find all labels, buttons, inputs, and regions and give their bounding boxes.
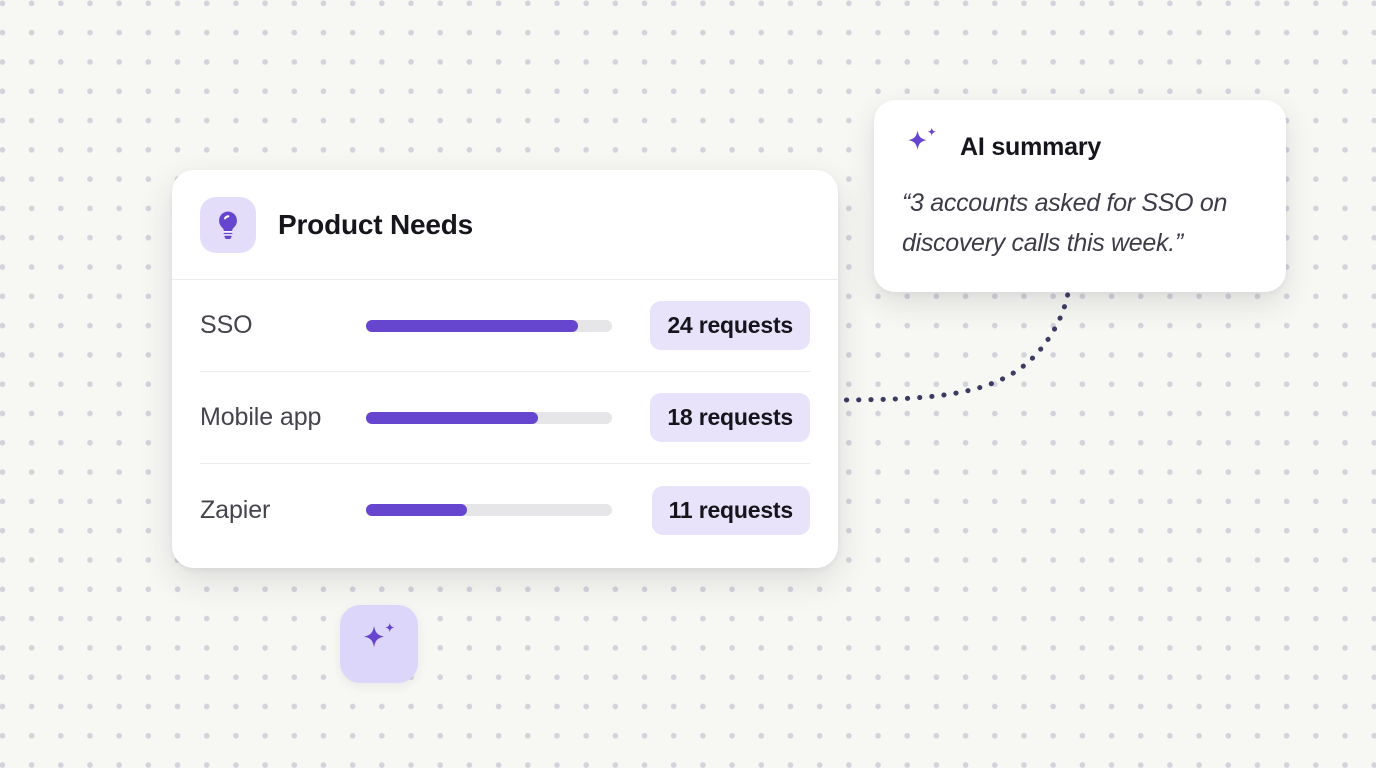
status-badge: 11 requests (651, 485, 810, 535)
ai-summary-header: AI summary (902, 126, 1258, 169)
need-label: Zapier (200, 495, 271, 524)
progress-bar-sso (366, 319, 612, 332)
needs-list: SSO 24 requests Mobile app 18 requests Z… (172, 280, 838, 556)
list-item[interactable]: SSO 24 requests (200, 280, 810, 372)
product-needs-card: Product Needs SSO 24 requests Mobile app… (172, 170, 838, 568)
lightbulb-icon (200, 196, 256, 253)
progress-bar-zapier (366, 504, 612, 516)
status-badge: 18 requests (650, 393, 810, 442)
list-item[interactable]: Zapier 11 requests (200, 464, 810, 556)
card-header: Product Needs (172, 170, 838, 280)
sparkle-icon (902, 126, 942, 169)
progress-bar-mobile-app (366, 411, 612, 424)
ai-summary-card: AI summary “3 accounts asked for SSO on … (874, 100, 1286, 292)
progress-bar-fill (366, 411, 539, 424)
dotted-connector (820, 280, 1073, 403)
sparkle-icon (357, 621, 401, 668)
ai-summary-title: AI summary (960, 133, 1102, 161)
ai-sparkle-button[interactable] (340, 605, 418, 683)
ai-summary-quote: “3 accounts asked for SSO on discovery c… (902, 189, 1228, 257)
page-title: Product Needs (278, 208, 473, 240)
list-item[interactable]: Mobile app 18 requests (200, 372, 810, 464)
status-badge: 24 requests (650, 301, 810, 350)
need-label: SSO (200, 311, 253, 339)
progress-bar-fill (366, 504, 467, 516)
progress-bar-fill (366, 319, 578, 332)
need-label: Mobile app (200, 403, 322, 431)
